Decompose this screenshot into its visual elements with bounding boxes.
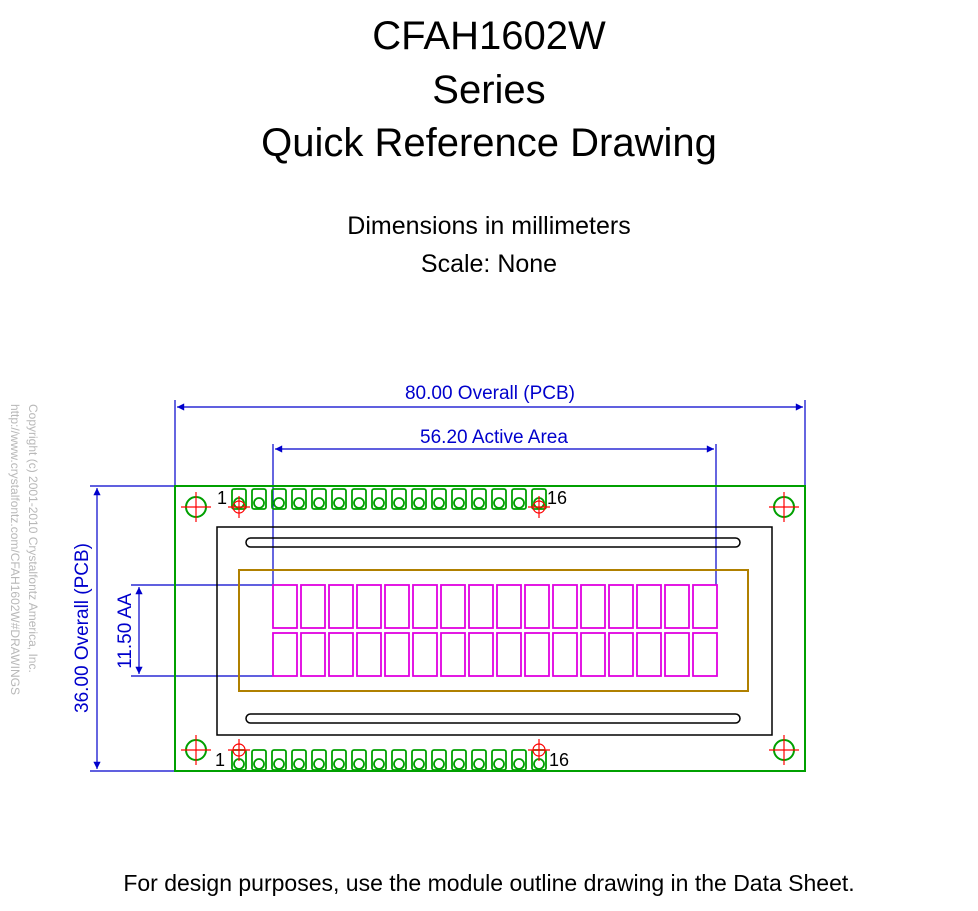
character-cell (412, 584, 438, 629)
pin-pad (371, 488, 387, 510)
pin-crosshair (528, 496, 550, 518)
pin-pad (431, 749, 447, 771)
overall-height-dimension: 36.00 Overall (PCB) (72, 485, 175, 772)
mounting-hole (769, 735, 799, 765)
character-cell (300, 584, 326, 629)
character-cell (384, 584, 410, 629)
character-cell (692, 632, 718, 677)
pin-pad (451, 749, 467, 771)
pin-crosshair (228, 496, 250, 518)
character-cell (552, 632, 578, 677)
pin-crosshair (228, 739, 250, 761)
pin-pad (431, 488, 447, 510)
character-cell (496, 632, 522, 677)
pin-pad (471, 749, 487, 771)
overall-height-label: 36.00 Overall (PCB) (72, 543, 93, 713)
character-cell (496, 584, 522, 629)
mounting-hole (181, 735, 211, 765)
character-cell (440, 584, 466, 629)
pin-label-top-first: 1 (217, 488, 227, 508)
character-cell (272, 584, 298, 629)
character-matrix (272, 584, 718, 677)
pin-pad (351, 488, 367, 510)
light-pipe-bottom (245, 713, 741, 724)
active-width-dimension: 56.20 Active Area (272, 427, 717, 585)
bezel-outline (216, 526, 773, 736)
character-cell (580, 584, 606, 629)
pin-pad (311, 749, 327, 771)
overall-width-label: 80.00 Overall (PCB) (405, 383, 575, 404)
character-cell (328, 584, 354, 629)
pin-header-bottom (231, 749, 547, 771)
mounting-hole (181, 492, 211, 522)
pin-pad (491, 749, 507, 771)
pin-pad (311, 488, 327, 510)
copyright-line-1: Copyright (c) 2001-2010 Crystalfontz Ame… (26, 404, 40, 673)
character-cell (412, 632, 438, 677)
character-cell (468, 632, 494, 677)
pin-pad (351, 749, 367, 771)
units-note: Dimensions in millimeters (347, 212, 631, 240)
overall-width-dimension: 80.00 Overall (PCB) (174, 383, 806, 486)
pin-pad (471, 488, 487, 510)
pin-pad (511, 488, 527, 510)
active-height-dimension: 11.50 AA (115, 584, 273, 677)
character-cell (580, 632, 606, 677)
copyright-line-2: http://www.crystalfontz.com/CFAH1602W#DR… (8, 404, 22, 695)
character-cell (608, 632, 634, 677)
scale-note: Scale: None (420, 250, 558, 278)
active-height-label: 11.50 AA (115, 593, 136, 669)
character-cell (356, 632, 382, 677)
title-line-1: CFAH1602W (372, 14, 606, 58)
character-cell (384, 632, 410, 677)
footer-note: For design purposes, use the module outl… (123, 870, 855, 896)
pin-label-bottom-last: 16 (549, 750, 569, 770)
character-cell (664, 632, 690, 677)
pin-pad (251, 749, 267, 771)
pin-pad (391, 749, 407, 771)
pin-pad (331, 488, 347, 510)
light-pipe-top (245, 537, 741, 548)
pin-pad (411, 749, 427, 771)
character-cell (636, 584, 662, 629)
pin-pad (251, 488, 267, 510)
character-cell (524, 584, 550, 629)
character-cell (552, 584, 578, 629)
pin-label-top-last: 16 (547, 488, 567, 508)
pin-pad (491, 488, 507, 510)
character-cell (524, 632, 550, 677)
title-line-2: Series (432, 68, 546, 112)
pin-label-bottom-first: 1 (215, 750, 225, 770)
pin-pad (411, 488, 427, 510)
pcb-outline (174, 485, 806, 772)
pin-pad (271, 488, 287, 510)
active-width-label: 56.20 Active Area (420, 427, 568, 448)
pin-pad (451, 488, 467, 510)
mounting-holes (181, 492, 799, 765)
pin-pad (291, 749, 307, 771)
character-cell (328, 632, 354, 677)
character-cell (300, 632, 326, 677)
character-cell (608, 584, 634, 629)
pin-pad (371, 749, 387, 771)
character-cell (636, 632, 662, 677)
pin-pad (291, 488, 307, 510)
title-line-3: Quick Reference Drawing (261, 121, 717, 165)
pin-crosshair (528, 739, 550, 761)
character-cell (272, 632, 298, 677)
character-cell (356, 584, 382, 629)
mounting-hole (769, 492, 799, 522)
viewing-area (238, 569, 749, 692)
character-cell (664, 584, 690, 629)
pin-pad (511, 749, 527, 771)
character-cell (440, 632, 466, 677)
pin-pad (271, 749, 287, 771)
pin-pad (391, 488, 407, 510)
character-cell (468, 584, 494, 629)
pin-header-top (231, 488, 547, 510)
pin-pad (331, 749, 347, 771)
character-cell (692, 584, 718, 629)
